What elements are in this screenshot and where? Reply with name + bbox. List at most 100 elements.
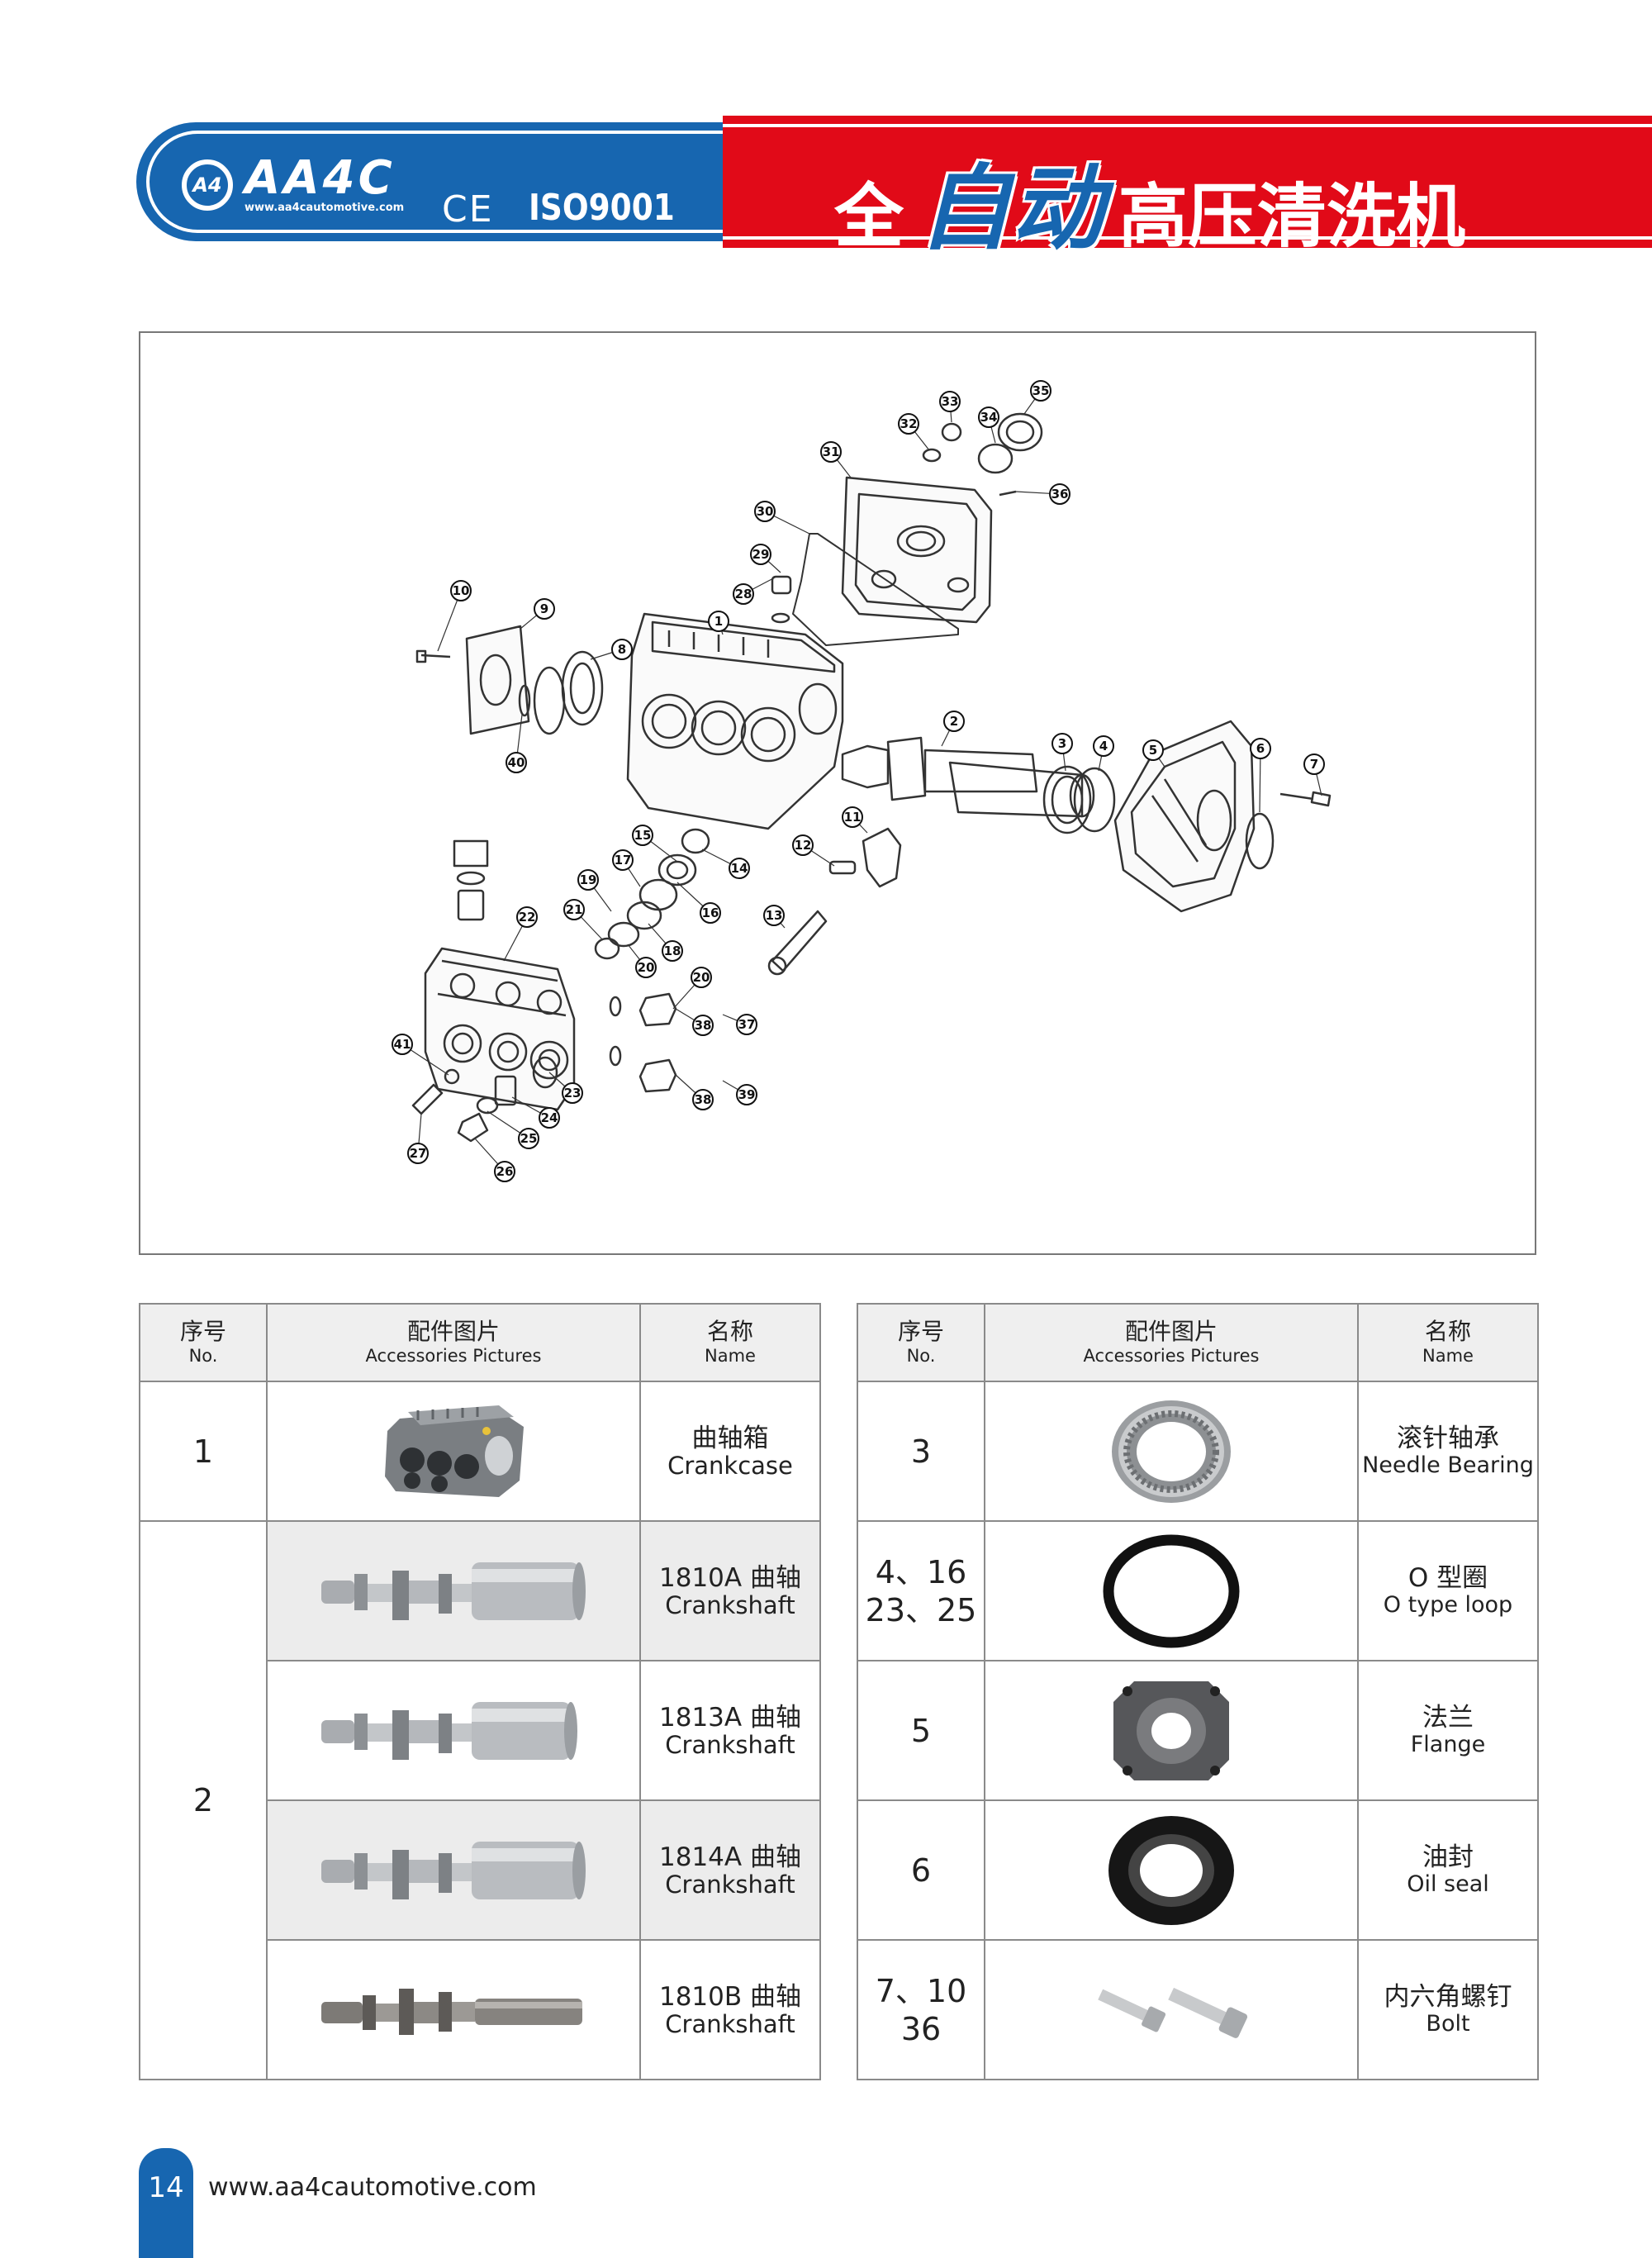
callout-39: 39 — [736, 1084, 757, 1105]
crankshaft-shaft-photo-icon — [321, 1988, 582, 2035]
callout-31: 31 — [820, 441, 842, 463]
svg-text:35: 35 — [1032, 383, 1050, 398]
callout-8: 8 — [611, 639, 633, 660]
brand-logo: A4 AA4C www.aa4cautomotive.com — [182, 155, 404, 215]
exploded-view-diagram: 1 2 3 4 5 6 7 8 9 10 11 12 13 14 15 16 1… — [139, 331, 1536, 1255]
callout-24: 24 — [539, 1107, 560, 1129]
svg-text:40: 40 — [508, 755, 525, 770]
svg-text:1: 1 — [714, 614, 723, 629]
callout-6: 6 — [1250, 738, 1271, 759]
svg-text:39: 39 — [738, 1087, 756, 1102]
callout-20b: 20 — [691, 967, 712, 988]
page-number: 14 — [148, 2171, 184, 2204]
svg-text:2: 2 — [950, 714, 958, 729]
callout-16: 16 — [700, 902, 721, 924]
part-picture — [984, 1520, 1359, 1661]
svg-text:30: 30 — [757, 504, 774, 519]
svg-text:26: 26 — [496, 1164, 514, 1179]
callout-34: 34 — [978, 406, 999, 428]
svg-text:23: 23 — [564, 1086, 582, 1100]
part-picture — [266, 1520, 641, 1661]
svg-text:19: 19 — [580, 872, 597, 887]
title-part-2: 自动 — [919, 155, 1104, 263]
callout-9: 9 — [534, 598, 555, 620]
flange-photo-icon — [1113, 1680, 1229, 1780]
svg-text:18: 18 — [664, 944, 681, 958]
part-picture — [266, 1660, 641, 1801]
callout-41: 41 — [392, 1034, 413, 1055]
callout-18: 18 — [662, 940, 683, 962]
svg-text:27: 27 — [410, 1146, 427, 1161]
svg-text:37: 37 — [738, 1017, 756, 1032]
svg-text:20: 20 — [638, 960, 655, 975]
svg-text:14: 14 — [731, 861, 748, 876]
svg-text:38: 38 — [695, 1018, 712, 1033]
callout-10: 10 — [450, 580, 472, 601]
svg-text:11: 11 — [844, 810, 862, 825]
svg-text:31: 31 — [823, 444, 840, 459]
svg-text:41: 41 — [394, 1037, 411, 1052]
callout-11: 11 — [842, 806, 863, 828]
callout-30: 30 — [754, 501, 776, 522]
callout-14: 14 — [729, 858, 750, 879]
svg-text:17: 17 — [615, 853, 632, 868]
part-picture — [984, 1381, 1359, 1522]
svg-text:25: 25 — [520, 1131, 538, 1146]
callout-7: 7 — [1303, 753, 1325, 775]
ce-mark: CE — [442, 188, 494, 231]
callout-22: 22 — [516, 906, 538, 928]
part-picture — [266, 1799, 641, 1941]
svg-text:5: 5 — [1149, 743, 1157, 758]
o-ring-photo-icon — [1103, 1534, 1240, 1647]
callout-21: 21 — [563, 899, 585, 920]
row-number: 2 — [139, 1520, 268, 2080]
callout-25: 25 — [518, 1128, 539, 1149]
svg-text:16: 16 — [702, 906, 719, 920]
callout-3: 3 — [1051, 733, 1073, 754]
svg-text:7: 7 — [1310, 757, 1318, 772]
callout-32: 32 — [898, 413, 919, 435]
callout-33: 33 — [939, 391, 961, 412]
iso-mark: ISO9001 — [529, 187, 675, 229]
svg-text:38: 38 — [695, 1092, 712, 1107]
svg-text:4: 4 — [1099, 739, 1108, 753]
footer-website: www.aa4cautomotive.com — [208, 2173, 537, 2202]
row-number: 3 — [857, 1381, 985, 1522]
callout-5: 5 — [1142, 739, 1164, 761]
callout-28: 28 — [733, 583, 754, 605]
row-number: 5 — [857, 1660, 985, 1801]
svg-text:13: 13 — [766, 908, 783, 923]
svg-text:24: 24 — [541, 1110, 558, 1125]
header-banner: A4 AA4C www.aa4cautomotive.com CE ISO900… — [136, 116, 1652, 263]
part-picture — [266, 1381, 641, 1522]
part-picture — [984, 1939, 1359, 2080]
crankshaft-photo-icon — [321, 1841, 586, 1899]
callout-4: 4 — [1093, 735, 1114, 757]
page-title: 全 自动 高压清洗机 — [834, 134, 1465, 268]
callout-26: 26 — [494, 1161, 515, 1182]
callout-20: 20 — [635, 957, 657, 978]
svg-text:3: 3 — [1058, 736, 1066, 751]
callout-29: 29 — [750, 544, 771, 565]
callout-12: 12 — [792, 834, 814, 856]
